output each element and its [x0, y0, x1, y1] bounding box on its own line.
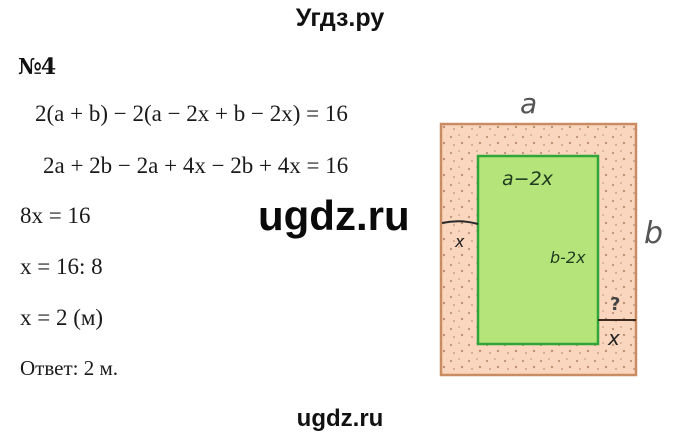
solution-line-2: 2a + 2b − 2a + 4x − 2b + 4x = 16: [43, 153, 349, 178]
label-a: a: [520, 87, 537, 120]
solution-line-5: x = 2 (м): [20, 305, 104, 330]
label-x-bottom-right: x: [607, 326, 620, 350]
solution-line-1: 2(a + b) − 2(a − 2x + b − 2x) = 16: [35, 101, 348, 126]
label-b: b: [644, 216, 663, 251]
watermark-bottom: ugdz.ru: [296, 405, 384, 432]
label-x-left: x: [454, 232, 465, 251]
site-title: Угдз.ру: [295, 4, 385, 32]
label-b-minus-2x: b-2x: [550, 248, 586, 267]
solution-line-3: 8x = 16: [20, 203, 91, 228]
label-question: ?: [610, 294, 620, 315]
answer-line: Ответ: 2 м.: [20, 356, 119, 380]
label-a-minus-2x: a−2x: [502, 168, 554, 190]
task-number: №4: [18, 54, 56, 80]
frame-diagram: a b a−2x b-2x x ? x: [430, 85, 680, 385]
solution-line-4: x = 16: 8: [20, 254, 103, 279]
inner-rectangle: [476, 154, 600, 346]
watermark-center: ugdz.ru: [258, 192, 410, 239]
